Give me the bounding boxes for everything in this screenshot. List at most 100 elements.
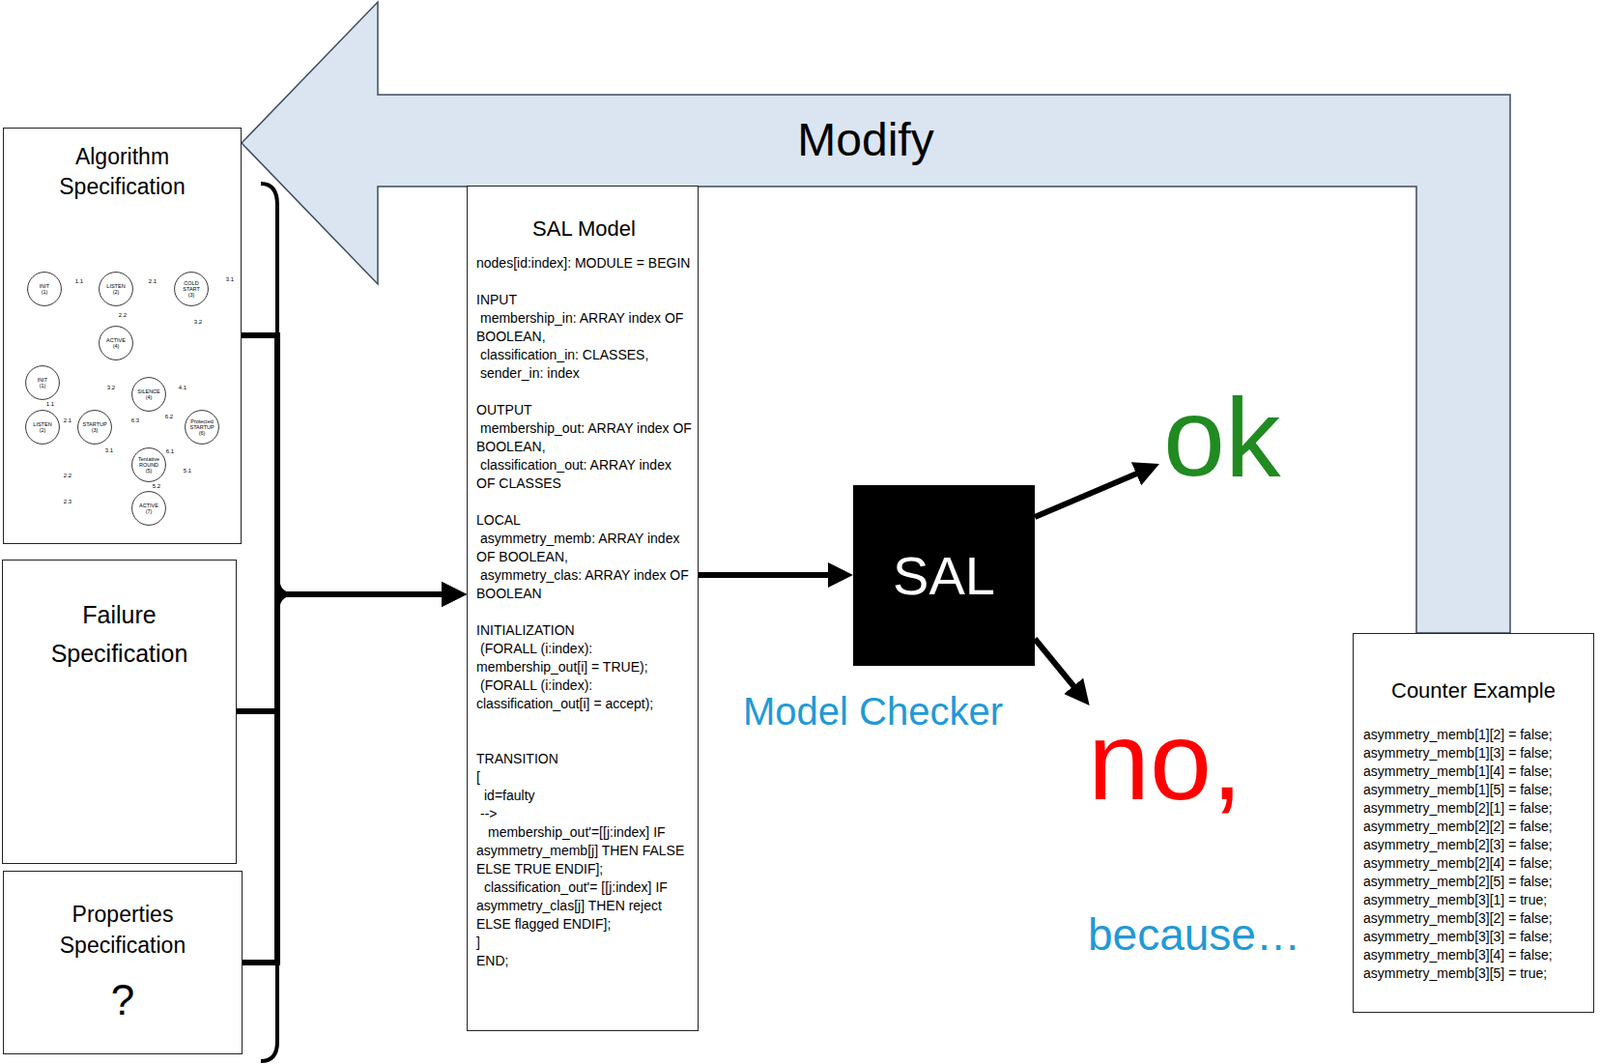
- code-line: (FORALL (i:index): membership_out[i] = T…: [476, 639, 692, 677]
- code-line: TRANSITION: [476, 749, 692, 769]
- state-label: Tentative ROUND (5): [138, 456, 160, 474]
- transition-number: 5.2: [151, 483, 162, 489]
- box-title: SAL Model: [476, 215, 692, 243]
- state-circle: SILENCE (4): [131, 376, 167, 412]
- state-circle: COLD START (3): [173, 271, 209, 307]
- code-line: ]: [476, 933, 692, 952]
- state-outline: [26, 410, 60, 445]
- code-line: id=faulty: [476, 786, 692, 805]
- flow-arrow: [242, 594, 456, 963]
- code-line: nodes[id:index]: MODULE = BEGIN: [476, 254, 692, 273]
- code-line: asymmetry_clas: ARRAY index OF BOOLEAN: [476, 566, 692, 603]
- state-outline: [26, 366, 60, 400]
- result-text: no,: [1087, 705, 1301, 817]
- trace-line: asymmetry_memb[3][5] = true;: [1363, 964, 1584, 983]
- state-label: LISTEN (2): [106, 283, 125, 295]
- state-outline: [99, 272, 134, 307]
- state-outline: [174, 272, 209, 307]
- code-line: END;: [476, 951, 692, 971]
- state-circle: LISTEN (2): [25, 409, 60, 445]
- tool-label: SAL: [892, 548, 996, 603]
- code-line: (FORALL (i:index): classification_out[i]…: [476, 676, 692, 714]
- state-circle: ACTIVE (4): [98, 325, 134, 361]
- transition-number: 1.1: [74, 278, 85, 285]
- transition-number: 2.1: [62, 417, 73, 424]
- trace-line: asymmetry_memb[1][4] = false;: [1363, 762, 1584, 781]
- state-label: SILENCE (4): [137, 388, 161, 400]
- transition-number: 2.1: [147, 278, 158, 285]
- spec-box: Failure Specification: [1, 559, 237, 864]
- transition-number: 6.1: [165, 448, 175, 455]
- state-outline: [99, 326, 134, 361]
- tool-label: Model Checker: [742, 689, 1003, 733]
- transition-number: 3.2: [106, 384, 116, 391]
- state-outline: [132, 377, 167, 412]
- transition-number: 3.2: [193, 318, 203, 325]
- code-line: classification_out: ARRAY index OF CLASS…: [476, 456, 692, 493]
- code-line: membership_out: ARRAY index OF BOOLEAN,: [476, 419, 692, 457]
- state-outline: [28, 272, 62, 307]
- trace-line: asymmetry_memb[3][2] = false;: [1363, 909, 1584, 928]
- code-line: sender_in: index: [476, 364, 692, 383]
- trace-line: asymmetry_memb[3][1] = true;: [1363, 890, 1584, 910]
- box-title: ?: [42, 975, 203, 1025]
- state-circle: LISTEN (2): [98, 271, 134, 307]
- transition-number: 4.1: [177, 384, 188, 391]
- code-line: membership_out'=[[j:index] IF asymmetry_…: [476, 823, 692, 879]
- state-label: STARTUP (3): [82, 421, 107, 433]
- spec-box: Algorithm SpecificationINIT (1)LISTEN (2…: [2, 127, 242, 544]
- state-label: ACTIVE (7): [139, 502, 159, 515]
- transition-number: 3.1: [225, 276, 235, 283]
- code-line: membership_in: ARRAY index OF BOOLEAN,: [476, 309, 692, 346]
- state-label: INIT (1): [39, 283, 50, 295]
- state-outline: [78, 410, 113, 445]
- state-circle: ACTIVE (7): [131, 490, 167, 526]
- trace-line: asymmetry_memb[2][1] = false;: [1363, 799, 1584, 818]
- transition-number: 6.3: [130, 417, 141, 424]
- box-title: Failure Specification: [31, 595, 207, 673]
- state-label: Protected STARTUP (6): [189, 418, 214, 436]
- transition-number: 2.3: [62, 498, 73, 505]
- code-line: -->: [476, 804, 692, 824]
- trace-line: asymmetry_memb[2][5] = false;: [1363, 872, 1584, 891]
- flow-arrow: [241, 335, 456, 595]
- trace-line: asymmetry_memb[1][5] = false;: [1363, 780, 1584, 800]
- state-outline: [132, 448, 167, 483]
- trace-line: asymmetry_memb[1][2] = false;: [1363, 725, 1584, 744]
- flow-arrow: [236, 594, 456, 712]
- flow-arrow: [698, 571, 842, 578]
- transition-number: 2.2: [117, 312, 128, 318]
- code-line: asymmetry_memb: ARRAY index OF BOOLEAN,: [476, 529, 692, 567]
- flow-arrow: [1034, 638, 1083, 697]
- code-line: OUTPUT: [476, 400, 692, 420]
- transition-number: 2.2: [62, 472, 73, 479]
- result-ok: ok: [1159, 381, 1285, 493]
- result-text: ok: [1163, 381, 1281, 493]
- code-box: SAL Model nodes[id:index]: MODULE = BEGIN…: [466, 185, 699, 1031]
- box-title: Counter Example: [1363, 677, 1584, 705]
- state-circle: INIT (1): [25, 365, 60, 400]
- state-outline: [132, 491, 167, 526]
- state-circle: Protected STARTUP (6): [184, 409, 220, 445]
- trace-line: asymmetry_memb[2][2] = false;: [1363, 817, 1584, 836]
- trace-line: asymmetry_memb[1][3] = false;: [1363, 743, 1584, 763]
- state-label: ACTIVE (4): [106, 337, 126, 349]
- state-label: COLD START (3): [182, 280, 200, 298]
- state-circle: STARTUP (3): [77, 409, 113, 445]
- arrow-label: Modify: [797, 116, 934, 164]
- box-title: Properties Specification: [42, 898, 203, 961]
- state-label: INIT (1): [37, 376, 48, 389]
- result-text: because…: [1087, 909, 1301, 961]
- flow-arrow: [1034, 468, 1149, 517]
- code-line: [: [476, 768, 692, 787]
- state-circle: Tentative ROUND (5): [131, 447, 167, 483]
- model-checker-box: SALModel Checker: [853, 485, 1035, 666]
- transition-number: 5.1: [182, 467, 193, 474]
- code-line: INPUT: [476, 290, 692, 310]
- trace-line: asymmetry_memb[3][3] = false;: [1363, 927, 1584, 946]
- code-line: INITIALIZATION: [476, 621, 692, 640]
- state-circle: INIT (1): [27, 271, 62, 307]
- spec-box: Properties Specification?: [2, 870, 243, 1055]
- code-line: classification_out'= [[j:index] IF asymm…: [476, 878, 692, 934]
- transition-number: 3.1: [104, 447, 115, 454]
